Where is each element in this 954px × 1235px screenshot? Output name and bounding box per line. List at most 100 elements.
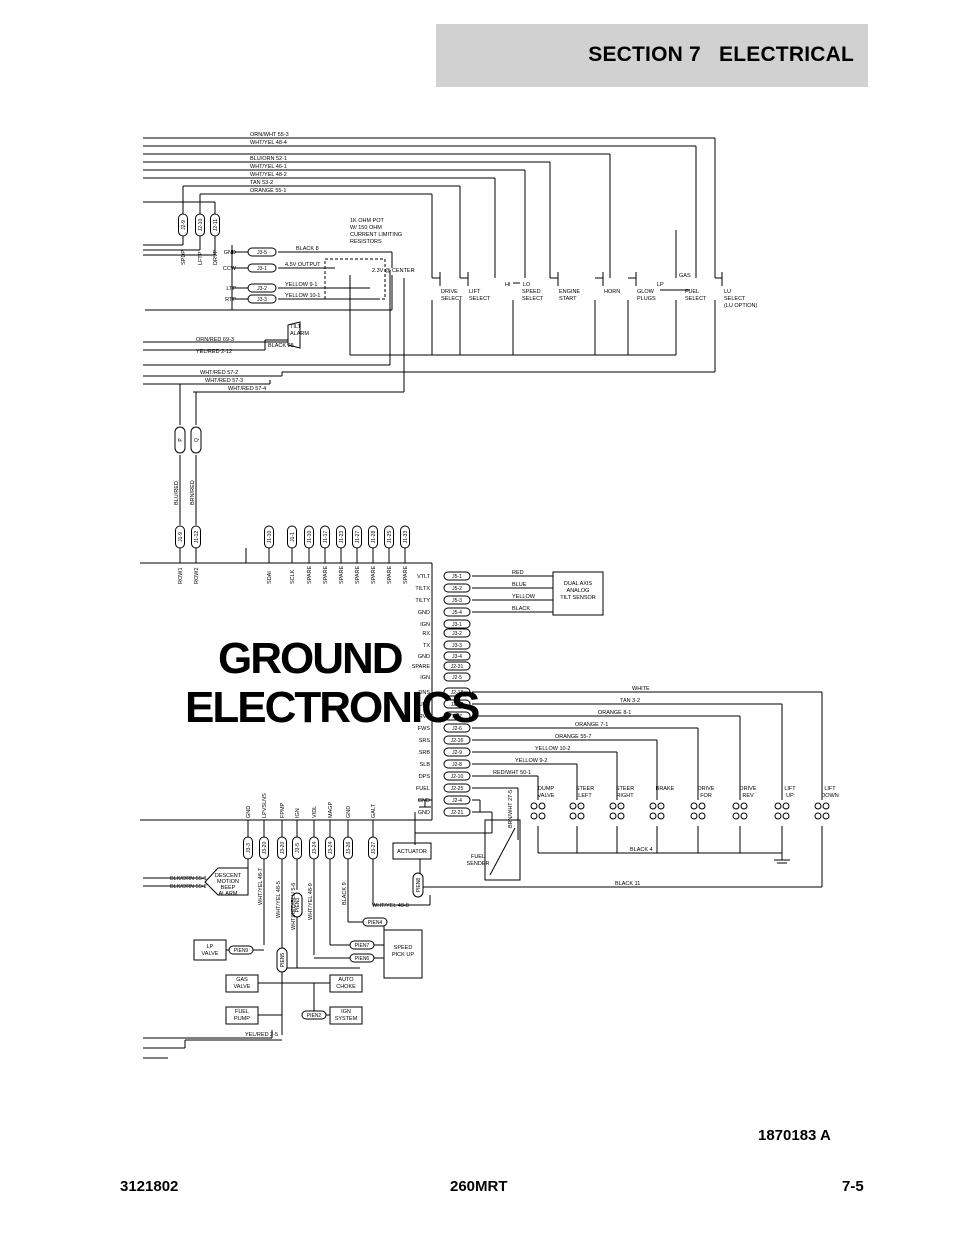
pot-pin-label: RTP bbox=[225, 297, 236, 303]
tilt-sensor-label: ANALOG bbox=[567, 588, 590, 594]
valve-label: DRIVE bbox=[698, 786, 715, 792]
module-top-pin: SPARE bbox=[307, 565, 313, 584]
switch-lp-label: LP bbox=[657, 282, 664, 288]
module-pin-label: DNS bbox=[418, 690, 430, 696]
svg-text:J5-1: J5-1 bbox=[452, 574, 462, 580]
valve-coil bbox=[609, 802, 625, 820]
valve-connector: J2-8 bbox=[443, 759, 471, 769]
svg-text:PIEN6: PIEN6 bbox=[355, 956, 370, 962]
svg-text:J1-1: J1-1 bbox=[290, 532, 296, 542]
fuel-sender-label: FUEL bbox=[471, 854, 485, 860]
switch-label: LIFT bbox=[469, 289, 481, 295]
switch-label: SELECT bbox=[522, 296, 544, 302]
tilt-alarm-label: TILT bbox=[290, 324, 302, 330]
top-wire-label: WHT/YEL 46-1 bbox=[250, 164, 287, 170]
top-connector-pin: SPDP bbox=[181, 250, 187, 265]
module-top-connector: J1-12 bbox=[191, 525, 201, 549]
valve-label: UP bbox=[786, 793, 794, 799]
module-pin-label: TILTY bbox=[415, 598, 430, 604]
pot-wire-label: YELLOW 9-1 bbox=[285, 282, 317, 288]
switch-lo-label: LO bbox=[523, 282, 531, 288]
module-top-connector: J1-23 bbox=[336, 525, 346, 549]
pot-center-label: 2.3V @ CENTER bbox=[372, 268, 415, 274]
top-wire-label: BLU/ORN 52-1 bbox=[250, 156, 287, 162]
valve-label: DOWN bbox=[821, 793, 838, 799]
footer-model: 260MRT bbox=[450, 1178, 508, 1195]
switch-label: LU bbox=[724, 289, 731, 295]
module-pin-label: TILTX bbox=[415, 586, 430, 592]
buzzer-wire-label: BLK/ORN 55-2 bbox=[170, 884, 207, 890]
svg-text:J1-33: J1-33 bbox=[403, 531, 409, 544]
fuel-pump-label: FUEL bbox=[235, 1009, 249, 1015]
auto-choke-label: CHOKE bbox=[336, 984, 356, 990]
lower-wire-label: WHT/YEL 48-8 bbox=[372, 903, 409, 909]
plug: PIEN6 bbox=[349, 953, 375, 963]
switch-hi-label: HI bbox=[505, 282, 511, 288]
module-pin-label: SLB bbox=[420, 762, 431, 768]
svg-text:J1-9: J1-9 bbox=[178, 532, 184, 542]
valve-label: RIGHT bbox=[616, 793, 634, 799]
valve-coil bbox=[569, 802, 585, 820]
plug-p: P bbox=[174, 426, 186, 454]
module-top-connector: J1-10 bbox=[264, 525, 274, 549]
switch-label: ENGINE bbox=[559, 289, 580, 295]
module-pin-label: VTLT bbox=[417, 574, 431, 580]
module-top-connector: J1-17 bbox=[320, 525, 330, 549]
valve-wire-label: TAN 3-2 bbox=[620, 698, 640, 704]
svg-text:J2-5: J2-5 bbox=[452, 675, 462, 681]
plug: PIEN5 bbox=[276, 947, 288, 973]
switch-gas-label: GAS bbox=[679, 273, 691, 279]
lower-pin-label: LPVSLNS bbox=[262, 793, 268, 818]
svg-text:J2-21: J2-21 bbox=[451, 810, 464, 816]
svg-text:J3-3: J3-3 bbox=[452, 643, 462, 649]
pot-wire-label: 4.5V OUTPUT bbox=[285, 262, 321, 268]
black-wire-label: BLACK 4 bbox=[630, 847, 653, 853]
module-pin-label: IGN bbox=[420, 675, 430, 681]
module-top-pin: SPARE bbox=[387, 565, 393, 584]
svg-text:J2-8: J2-8 bbox=[452, 762, 462, 768]
module-pin-label: GND bbox=[418, 810, 430, 816]
pot-connector: J3-5 bbox=[247, 247, 277, 257]
svg-text:J1-28: J1-28 bbox=[371, 531, 377, 544]
yel-red-wire-label: YEL/RED 2-5 bbox=[245, 1032, 278, 1038]
lower-wire-label: WHT/RED/BLU 5-6 bbox=[291, 883, 297, 930]
svg-text:J5-4: J5-4 bbox=[452, 610, 462, 616]
valve-coil bbox=[814, 802, 830, 820]
tilt-connector: J5-3 bbox=[443, 595, 471, 605]
tilt-sensor-label: DUAL AXIS bbox=[564, 581, 593, 587]
svg-text:J3-3: J3-3 bbox=[257, 297, 267, 303]
svg-text:J2-25: J2-25 bbox=[451, 786, 464, 792]
top-connector: J2-11 bbox=[210, 213, 220, 237]
plug: PIEN2 bbox=[301, 1010, 327, 1020]
valve-label: DRIVE bbox=[740, 786, 757, 792]
aux-connector: J2-31 bbox=[443, 661, 471, 671]
svg-text:J2-17: J2-17 bbox=[451, 702, 464, 708]
svg-text:J2-31: J2-31 bbox=[451, 664, 464, 670]
buzzer-wire-label: BLK/ORN 55-1 bbox=[170, 876, 207, 882]
svg-text:PIEN4: PIEN4 bbox=[368, 920, 383, 926]
lower-pin-label: GALT bbox=[371, 803, 377, 818]
aux-connector: J2-5 bbox=[443, 672, 471, 682]
switch-label: SELECT bbox=[685, 296, 707, 302]
ign-system-label: IGN bbox=[341, 1009, 351, 1015]
wht-wire-label: WHT/RED 57-2 bbox=[200, 370, 238, 376]
valve-coil bbox=[530, 802, 546, 820]
module-pin-label: SPARE bbox=[412, 664, 431, 670]
black-wire-label: BLACK 11 bbox=[615, 881, 640, 887]
pot-connector: J3-2 bbox=[247, 283, 277, 293]
svg-text:P: P bbox=[178, 438, 184, 442]
module-top-pin: ROW2 bbox=[194, 568, 200, 585]
module-top-pin: SPARE bbox=[355, 565, 361, 584]
switch-label: START bbox=[559, 296, 577, 302]
plug: PIEN3 bbox=[291, 892, 303, 918]
valve-connector: J2-16 bbox=[443, 735, 471, 745]
module-top-connector: J1-10 bbox=[304, 525, 314, 549]
module-top-connector: J1-25 bbox=[384, 525, 394, 549]
svg-text:J3-4: J3-4 bbox=[452, 654, 462, 660]
svg-text:J1-17: J1-17 bbox=[323, 531, 329, 544]
svg-text:J3-3: J3-3 bbox=[246, 843, 252, 853]
valve-coil bbox=[732, 802, 748, 820]
wht-wire-label: WHT/RED 57-4 bbox=[228, 386, 266, 392]
valve-connector: J2-18 bbox=[443, 687, 471, 697]
